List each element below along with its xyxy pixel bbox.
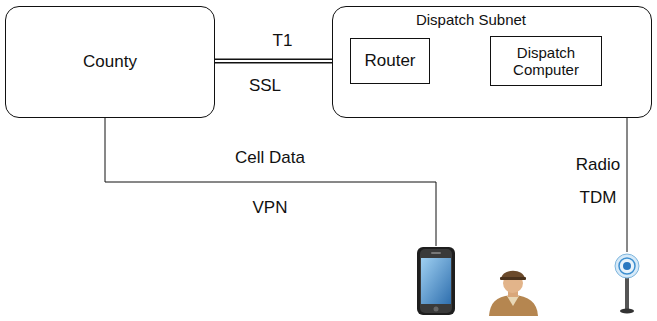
- group-heading: Dispatch Subnet: [333, 11, 609, 28]
- link-stroke: [215, 59, 350, 64]
- antenna-icon: [615, 254, 639, 314]
- computer-box: Dispatch Computer: [490, 36, 602, 86]
- router-box: Router: [350, 38, 430, 84]
- link-label: TDM: [578, 188, 619, 208]
- link-label: Cell Data: [233, 148, 307, 168]
- smartphone-icon: [417, 247, 455, 315]
- link-label: Radio: [574, 155, 622, 175]
- link-label: T1: [271, 31, 295, 51]
- officer-icon: [489, 271, 538, 316]
- cell-data-wire: [105, 118, 436, 246]
- subnet-group: Dispatch SubnetRouter Dispatch Computer: [332, 6, 652, 118]
- link-gap: [215, 60, 350, 62]
- double-link: [215, 61, 350, 62]
- link-label: VPN: [251, 198, 290, 218]
- box-label: Router: [364, 51, 415, 71]
- box-label: County: [83, 52, 137, 72]
- site-box: County: [5, 6, 215, 118]
- link-label: SSL: [247, 76, 283, 96]
- box-label: Dispatch Computer: [497, 44, 595, 79]
